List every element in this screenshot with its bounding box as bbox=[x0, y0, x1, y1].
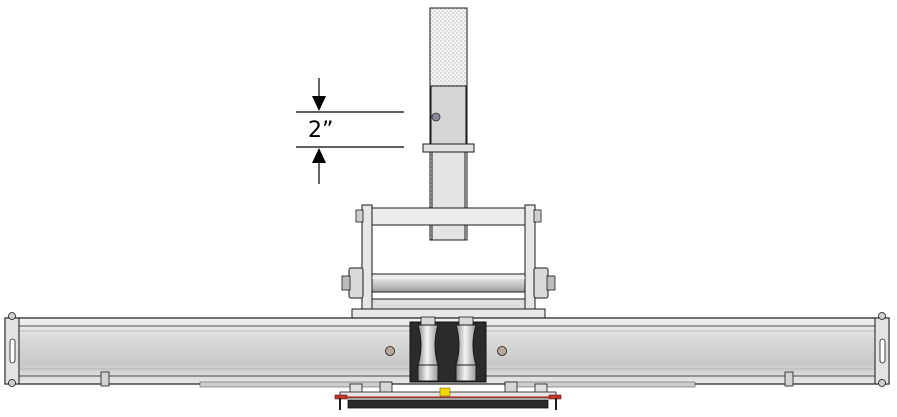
bolt-icon bbox=[878, 379, 886, 387]
pin-hole-icon bbox=[431, 112, 441, 122]
nut-icon bbox=[546, 275, 556, 291]
center-clamp bbox=[409, 316, 487, 383]
spool-right bbox=[455, 324, 477, 366]
dimension-callout: 2” bbox=[296, 78, 404, 184]
bolt-icon bbox=[100, 371, 110, 387]
slot-icon bbox=[9, 338, 16, 364]
bolt-icon bbox=[878, 312, 886, 320]
lower-assembly bbox=[199, 381, 696, 410]
upper-frame bbox=[341, 204, 556, 319]
hole-icon bbox=[385, 346, 395, 356]
spool-left bbox=[417, 324, 439, 366]
post-lower bbox=[431, 151, 466, 241]
arrow-down-icon bbox=[312, 96, 326, 111]
roller bbox=[371, 273, 526, 293]
arrow-up-icon bbox=[312, 148, 326, 163]
dimension-label: 2” bbox=[308, 118, 333, 143]
bolt-icon bbox=[784, 371, 794, 387]
slot-icon bbox=[879, 338, 886, 364]
post-collar bbox=[422, 143, 475, 153]
bolt-icon bbox=[533, 209, 542, 223]
bolt-icon bbox=[8, 312, 16, 320]
bolt-icon bbox=[8, 379, 16, 387]
nut-icon bbox=[341, 275, 351, 291]
upright-post bbox=[422, 7, 475, 241]
hole-icon bbox=[497, 346, 507, 356]
bolt-icon bbox=[355, 209, 364, 223]
indicator-icon bbox=[439, 387, 451, 397]
